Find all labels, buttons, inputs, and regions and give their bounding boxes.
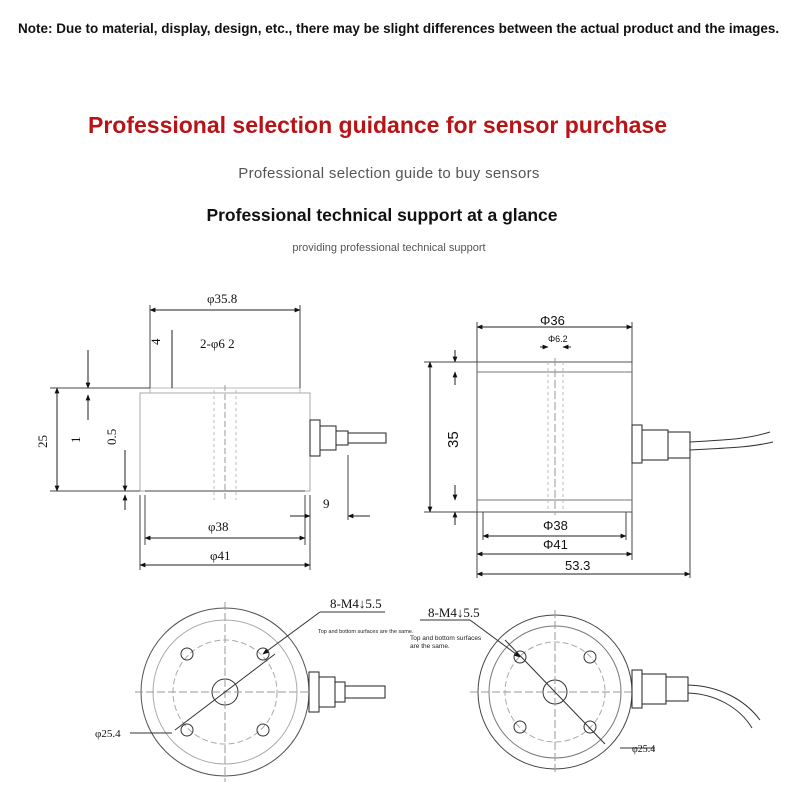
right-top-view <box>420 610 761 775</box>
dim-outer-diameter: φ41 <box>210 548 231 563</box>
dim-total-length: 53.3 <box>565 558 590 573</box>
dim-height: 35 <box>445 431 462 448</box>
dim-step: 1 <box>68 437 83 444</box>
thread-spec: 8-M4↓5.5 <box>330 596 382 611</box>
dim-hole: Φ6.2 <box>548 334 568 344</box>
surfaces-note-line2: are the same. <box>410 643 450 650</box>
dim-bottom-diameter: Φ38 <box>543 518 568 533</box>
left-top-view <box>130 602 386 782</box>
dim-bottom-diameter: φ38 <box>208 519 229 534</box>
right-front-view <box>424 322 774 578</box>
left-front-labels: φ35.8 2-φ6 2 4 25 1 0.5 9 φ38 φ41 <box>35 291 330 563</box>
dim-outer-diameter: Φ41 <box>543 537 568 552</box>
surfaces-note-line1: Top and bottom surfaces <box>410 635 482 642</box>
headline-subtitle: Professional selection guide to buy sens… <box>238 165 540 182</box>
support-title: Professional technical support at a glan… <box>206 205 558 225</box>
left-front-view <box>50 305 387 570</box>
pcd-diameter: φ25.4 <box>95 728 121 740</box>
thread-spec: 8-M4↓5.5 <box>428 605 480 620</box>
dim-gap: 0.5 <box>104 429 119 445</box>
disclaimer-note: Note: Due to material, display, design, … <box>18 21 780 36</box>
surfaces-note: Top and bottom surfaces are the same. <box>318 629 414 635</box>
dim-top-offset: 4 <box>148 338 163 345</box>
right-front-labels: Φ36 Φ6.2 35 Φ38 Φ41 53.3 <box>445 313 590 573</box>
support-subtitle: providing professional technical support <box>292 242 486 254</box>
pcd-diameter: φ25.4 <box>632 744 655 755</box>
right-top-labels: 8-M4↓5.5 Top and bottom surfaces are the… <box>410 605 655 755</box>
dim-top-diameter: Φ36 <box>540 313 565 328</box>
dim-top-diameter: φ35.8 <box>207 291 237 306</box>
left-top-labels: 8-M4↓5.5 Top and bottom surfaces are the… <box>95 596 414 740</box>
dim-height: 25 <box>35 435 50 448</box>
dim-hole: 2-φ6 2 <box>200 336 235 351</box>
page-headline: Professional selection guidance for sens… <box>87 112 667 138</box>
dim-cable: 9 <box>323 496 330 511</box>
